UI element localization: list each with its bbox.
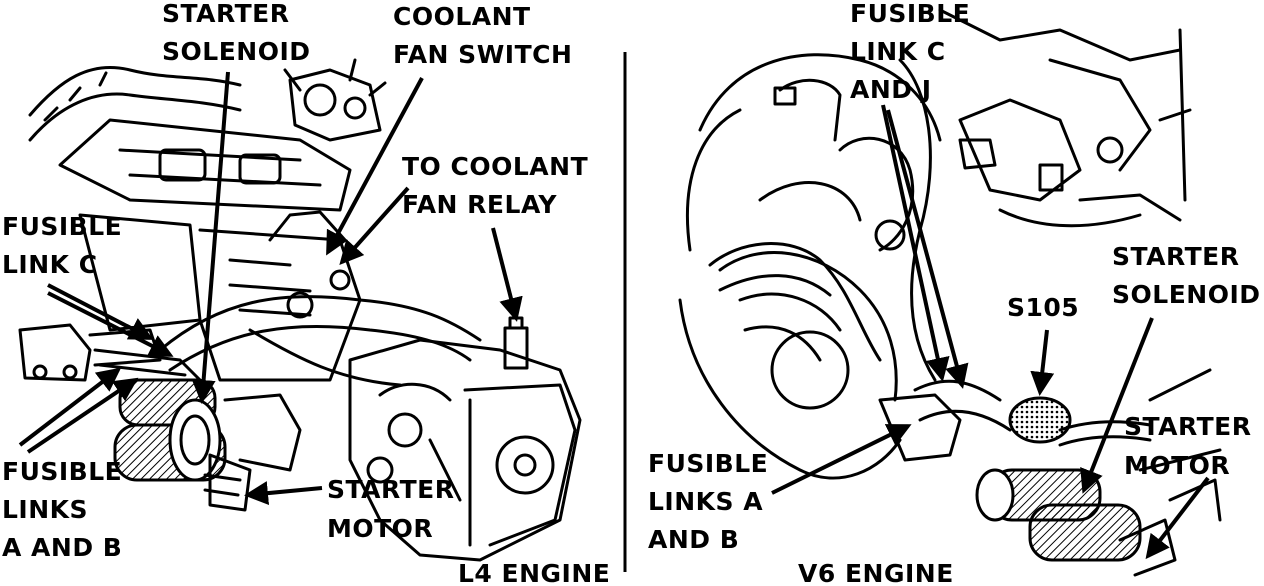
svg-text:SOLENOID: SOLENOID (1112, 280, 1261, 309)
label-l4-fusible-links-ab-1: FUSIBLE (2, 457, 122, 486)
label-v6-fusible-link-cj-3: AND J (850, 75, 932, 104)
arrow-v6-fusible-link-cj (881, 104, 950, 382)
svg-text:FUSIBLE: FUSIBLE (2, 212, 122, 241)
arrow-v6-s105 (1030, 329, 1055, 396)
label-l4-starter-motor-1: STARTER (327, 475, 454, 504)
arrow-v6-starter-solenoid (1080, 317, 1154, 494)
svg-text:STARTER: STARTER (1112, 242, 1239, 271)
label-l4-fusible-links-ab-2: LINKS (2, 495, 88, 524)
svg-text:MOTOR: MOTOR (327, 514, 433, 543)
svg-text:L4 ENGINE: L4 ENGINE (458, 559, 610, 586)
svg-text:LINKS: LINKS (2, 495, 88, 524)
caption-v6-engine: V6 ENGINE (798, 559, 954, 586)
label-v6-starter-solenoid-2: SOLENOID (1112, 280, 1261, 309)
label-v6-fusible-link-cj-2: LINK C (850, 37, 946, 66)
arrow-l4-starter-motor (244, 481, 323, 506)
label-v6-starter-motor-1: STARTER (1124, 412, 1251, 441)
label-v6-starter-motor-2: MOTOR (1124, 451, 1230, 480)
svg-text:AND J: AND J (850, 75, 932, 104)
svg-text:FUSIBLE: FUSIBLE (648, 449, 768, 478)
label-l4-to-coolant-1: TO COOLANT (402, 152, 588, 181)
label-l4-fusible-link-c-2: LINK C (2, 250, 98, 279)
svg-text:COOLANT: COOLANT (393, 2, 531, 31)
svg-text:SOLENOID: SOLENOID (162, 37, 311, 66)
v6-leader-arrows (771, 104, 1210, 560)
svg-text:LINK C: LINK C (2, 250, 98, 279)
label-l4-starter-solenoid-2: SOLENOID (162, 37, 311, 66)
svg-text:S105: S105 (1007, 293, 1079, 322)
label-l4-starter-motor-2: MOTOR (327, 514, 433, 543)
label-v6-fusible-links-ab-2: LINKS A (648, 487, 763, 516)
svg-text:MOTOR: MOTOR (1124, 451, 1230, 480)
svg-text:FAN RELAY: FAN RELAY (402, 190, 557, 219)
arrow-l4-fusible-links-ab-2 (26, 377, 139, 454)
label-v6-starter-solenoid-1: STARTER (1112, 242, 1239, 271)
arrow-l4-starter-solenoid (191, 71, 230, 404)
label-l4-coolant-fan-switch-1: COOLANT (393, 2, 531, 31)
label-l4-fusible-links-ab-3: A AND B (2, 533, 122, 562)
label-v6-fusible-links-ab-3: AND B (648, 525, 739, 554)
svg-text:LINK C: LINK C (850, 37, 946, 66)
arrow-l4-fan-relay (491, 227, 523, 322)
label-v6-fusible-link-cj-1: FUSIBLE (850, 0, 970, 28)
svg-text:FAN SWITCH: FAN SWITCH (393, 40, 572, 69)
label-v6-s105: S105 (1007, 293, 1079, 322)
arrow-l4-fusible-links-ab (18, 367, 122, 447)
svg-text:STARTER: STARTER (162, 0, 289, 28)
arrow-v6-fusible-links-ab (771, 424, 912, 495)
svg-text:A AND B: A AND B (2, 533, 122, 562)
label-l4-coolant-fan-switch-2: FAN SWITCH (393, 40, 572, 69)
l4-labels: STARTER SOLENOID COOLANT FAN SWITCH TO C… (2, 0, 610, 586)
svg-text:TO COOLANT: TO COOLANT (402, 152, 588, 181)
v6-engine-illustration (678, 8, 1222, 577)
svg-text:STARTER: STARTER (1124, 412, 1251, 441)
arrow-l4-fusible-link-c-2 (47, 291, 174, 357)
arrow-l4-coolant-fan-switch-2 (339, 186, 410, 265)
svg-text:FUSIBLE: FUSIBLE (2, 457, 122, 486)
l4-engine-illustration (18, 58, 582, 562)
label-l4-fusible-link-c-1: FUSIBLE (2, 212, 122, 241)
label-l4-starter-solenoid-1: STARTER (162, 0, 289, 28)
svg-text:STARTER: STARTER (327, 475, 454, 504)
label-l4-to-coolant-2: FAN RELAY (402, 190, 557, 219)
svg-text:FUSIBLE: FUSIBLE (850, 0, 970, 28)
svg-text:V6 ENGINE: V6 ENGINE (798, 559, 954, 586)
label-v6-fusible-links-ab-1: FUSIBLE (648, 449, 768, 478)
v6-labels: FUSIBLE LINK C AND J S105 STARTER SOLENO… (648, 0, 1261, 586)
svg-text:LINKS A: LINKS A (648, 487, 763, 516)
svg-text:AND B: AND B (648, 525, 739, 554)
arrow-l4-fusible-link-c (47, 283, 154, 340)
caption-l4-engine: L4 ENGINE (458, 559, 610, 586)
arrow-v6-fusible-link-cj-2 (886, 109, 969, 389)
arrow-v6-starter-motor (1145, 476, 1210, 560)
l4-leader-arrows (18, 71, 523, 506)
arrow-l4-coolant-fan-switch (326, 77, 424, 256)
